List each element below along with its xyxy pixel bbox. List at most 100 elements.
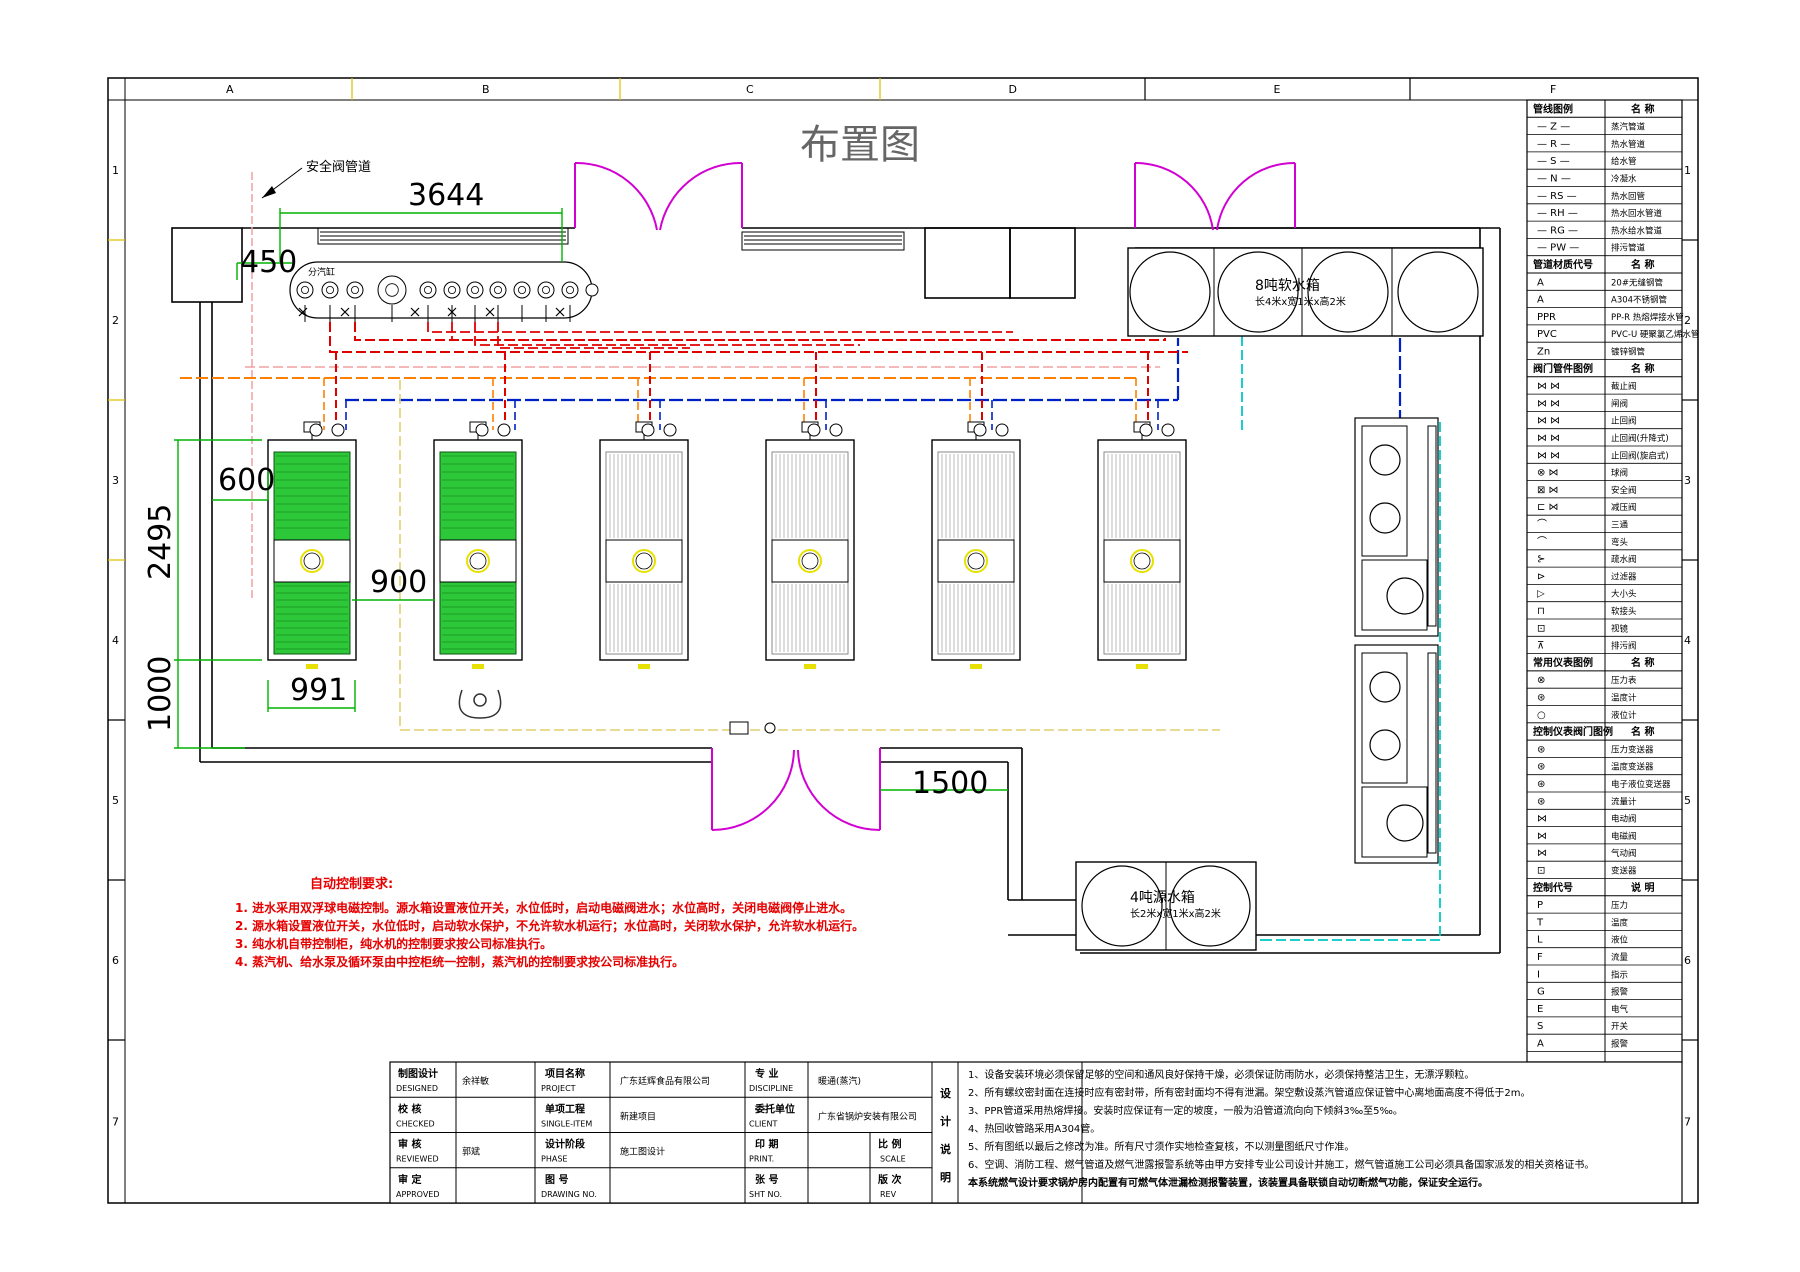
header-end-valve-icon — [585, 283, 599, 297]
legend-symbol: ⊱ — [1537, 554, 1545, 565]
pipe-line — [451, 322, 990, 341]
column-label: B — [482, 83, 490, 96]
dim-1500: 1500 — [912, 766, 988, 801]
pipe-line — [474, 322, 860, 346]
legend-symbol: F — [1537, 952, 1543, 963]
legend-symbol: I — [1537, 969, 1540, 980]
legend-name: 软接头 — [1611, 606, 1637, 617]
column-label: D — [1009, 83, 1017, 96]
valve-icon — [973, 423, 987, 437]
tank-manhole — [1217, 251, 1299, 333]
brine-tank-icon — [1386, 804, 1424, 842]
boiler-panel-bottom — [771, 581, 849, 655]
pressure-gauge-icon — [331, 423, 345, 437]
legend-name: 电子液位变送器 — [1611, 779, 1671, 790]
legend-name: 变送器 — [1611, 866, 1637, 877]
dim-900: 900 — [370, 565, 427, 600]
boiler-units — [267, 421, 1187, 669]
valve-icon — [807, 423, 821, 437]
pipe-line — [354, 322, 1166, 341]
source-water-tank-size: 长2米x宽1米x高2米 — [1130, 907, 1221, 920]
notes-side-char: 设 — [940, 1086, 952, 1100]
column-label: E — [1274, 83, 1281, 96]
tb-label: 比 例 — [878, 1138, 901, 1151]
valve-icon — [447, 307, 457, 317]
tb-label-en: PROJECT — [541, 1084, 576, 1093]
legend-symbol: E — [1537, 1004, 1543, 1015]
tank-manhole — [1081, 865, 1163, 947]
pipe-line — [329, 322, 1188, 353]
tb-label-en: SINGLE-ITEM — [541, 1119, 592, 1128]
legend-symbol: ⋈ — [1537, 848, 1547, 859]
pump-icon — [729, 721, 749, 735]
boiler-panel-bottom — [1103, 581, 1181, 655]
row-label-right: 4 — [1684, 634, 1691, 647]
drain-mark — [638, 664, 650, 669]
resin-tank-icon — [1369, 502, 1401, 534]
legend-name: 镀锌钢管 — [1611, 347, 1645, 358]
notes-side-char: 说 — [940, 1142, 951, 1156]
header-gauge-icon — [419, 281, 437, 299]
burner-icon — [798, 549, 822, 573]
legend-symbol: ⊼ — [1537, 641, 1544, 652]
tb-label-en: SHT NO. — [749, 1190, 782, 1199]
floor-drain-icon — [458, 689, 502, 719]
tb-label-en: REV — [880, 1190, 897, 1199]
boiler-panel-top — [937, 451, 1015, 541]
resin-tank-icon — [1369, 729, 1401, 761]
tb-label: 审 定 — [398, 1173, 421, 1186]
pressure-gauge-icon — [1161, 423, 1175, 437]
tank-manhole — [1169, 865, 1251, 947]
boiler-panel-top — [1103, 451, 1181, 541]
legend-name: PVC-U 硬聚氯乙烯水管 — [1611, 329, 1699, 340]
header-gauge-icon — [346, 281, 364, 299]
legend-name: A304不锈钢管 — [1611, 295, 1667, 306]
header-gauge-icon — [489, 281, 507, 299]
burner-icon — [466, 549, 490, 573]
legend-header: 常用仪表图例 — [1533, 656, 1593, 669]
legend-name: 冷凝水 — [1611, 174, 1637, 185]
legend-name: 三通 — [1611, 520, 1629, 531]
tb-label: 版 次 — [878, 1173, 901, 1186]
legend-name: 减压阀 — [1611, 502, 1637, 513]
header-gauge-icon — [561, 281, 579, 299]
drain-mark — [306, 664, 318, 669]
softener-unit — [1354, 417, 1439, 637]
soft-water-tank-name: 8吨软水箱 — [1255, 278, 1320, 294]
legend-symbol: Zn — [1537, 347, 1550, 358]
legend-name: 流量计 — [1611, 796, 1637, 807]
tb-label-en: CHECKED — [396, 1119, 435, 1128]
tb-label-en: DESIGNED — [396, 1084, 438, 1093]
valve-icon — [410, 307, 420, 317]
tb-value: 广东省锅炉安装有限公司 — [818, 1110, 917, 1122]
wall-vents — [317, 227, 905, 251]
soft-water-tank — [1127, 247, 1484, 337]
legend-symbol: ⊛ — [1537, 779, 1545, 790]
header-gauge-icon — [443, 281, 461, 299]
legend-name: 电动阀 — [1611, 814, 1637, 825]
burner-icon — [964, 549, 988, 573]
legend-name: 20#无缝钢管 — [1611, 277, 1663, 288]
notes-side-char: 明 — [940, 1171, 951, 1184]
valve-icon — [555, 307, 565, 317]
row-label: 1 — [112, 164, 119, 177]
tb-label: 审 核 — [398, 1138, 421, 1151]
legend-symbol: ⊠ ⋈ — [1537, 485, 1559, 496]
valve-icon — [641, 423, 655, 437]
row-label: 2 — [112, 314, 119, 327]
dimension-texts: 3644 450 600 2495 900 991 1000 1500 — [143, 178, 988, 801]
water-softeners — [1354, 417, 1439, 864]
dimension-lines — [174, 208, 1008, 791]
legend-name: 排污管道 — [1611, 243, 1646, 254]
drain-mark — [1136, 664, 1148, 669]
tb-label: 单项工程 — [545, 1102, 585, 1115]
row-label: 5 — [112, 794, 119, 807]
control-requirements: 自动控制要求: 1. 进水采用双浮球电磁控制。源水箱设置液位开关，水位低时，启动… — [235, 876, 864, 969]
legend-symbol: ⋈ ⋈ — [1537, 398, 1560, 409]
control-item-3: 3. 纯水机自带控制柜，纯水机的控制要求按公司标准执行。 — [235, 936, 552, 951]
legend-symbol: ⋈ — [1537, 814, 1547, 825]
legend-header: 控制仪表阀门图例 — [1533, 725, 1613, 738]
legend-symbol: ⊛ — [1537, 693, 1545, 704]
legend-symbol: — Z — — [1537, 122, 1570, 133]
